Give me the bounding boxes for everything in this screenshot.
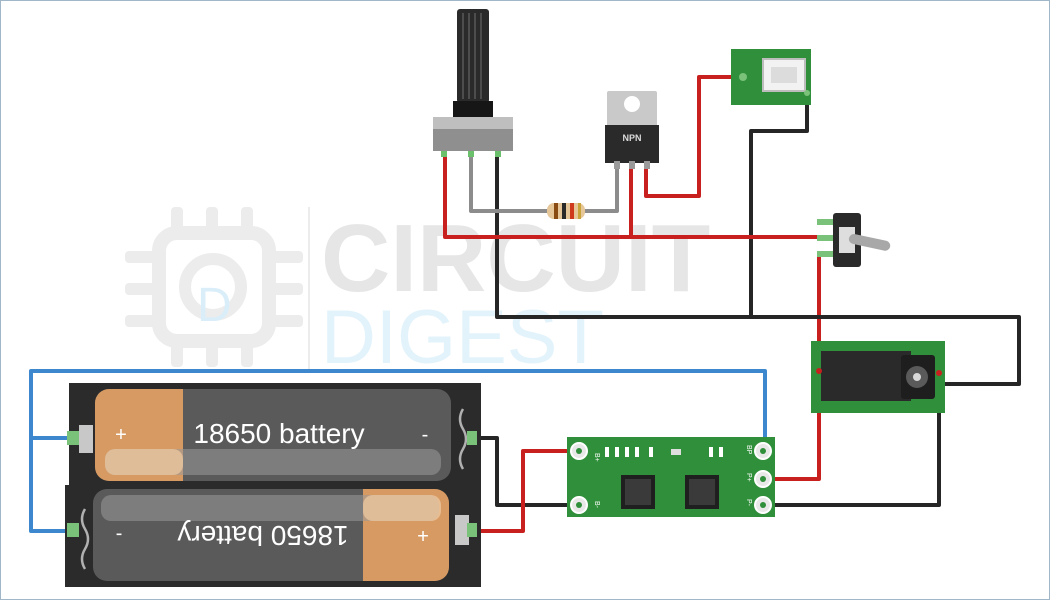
watermark-logo-letter: D (197, 279, 232, 332)
wire-red-battery (469, 449, 581, 533)
toggle-switch (817, 213, 891, 267)
npn-transistor: NPN (605, 91, 659, 169)
wire-red-switch (761, 251, 821, 481)
bms-pad-b-plus: B+ (593, 453, 600, 462)
battery-top: + 18650 battery - (95, 389, 451, 481)
battery-bottom-minus: - (116, 524, 123, 546)
battery-bottom: + 18650 battery - (93, 489, 449, 581)
battery-bottom-label: 18650 battery (177, 520, 348, 551)
watermark: D CIRCUIT DIGEST (125, 205, 710, 380)
wire-black-rail (495, 151, 1021, 386)
wire-grey-pot (469, 151, 551, 213)
bms-pad-bp: BP (745, 445, 752, 455)
wires (29, 75, 1021, 533)
bms-pad-p-minus: P- (745, 499, 752, 507)
wire-blue-bottom (29, 436, 76, 533)
wire-blue-top (29, 369, 767, 453)
bms-pad-p-plus: P+ (745, 473, 752, 482)
wire-black-jack (761, 377, 941, 507)
battery-top-minus: - (422, 424, 429, 446)
battery-bottom-plus: + (417, 524, 429, 546)
watermark-logo-icon (125, 207, 303, 367)
bms-pad-b-minus: B- (593, 501, 600, 509)
watermark-line2: DIGEST (321, 295, 604, 380)
wire-red-connector (644, 75, 741, 198)
bms-charge-board: B+ B- BP P+ P- (567, 437, 775, 517)
jst-connector (731, 49, 811, 105)
dc-barrel-jack (811, 341, 945, 413)
wire-black-connector (749, 95, 809, 319)
wire-black-battery (471, 436, 581, 507)
battery-top-label: 18650 battery (193, 418, 364, 449)
potentiometer (433, 9, 513, 157)
resistor (547, 203, 585, 219)
wire-grey-base (583, 164, 619, 213)
battery-top-plus: + (115, 424, 127, 446)
transistor-label: NPN (622, 133, 641, 143)
watermark-line1: CIRCUIT (321, 205, 710, 312)
wire-red-pot (443, 151, 821, 239)
